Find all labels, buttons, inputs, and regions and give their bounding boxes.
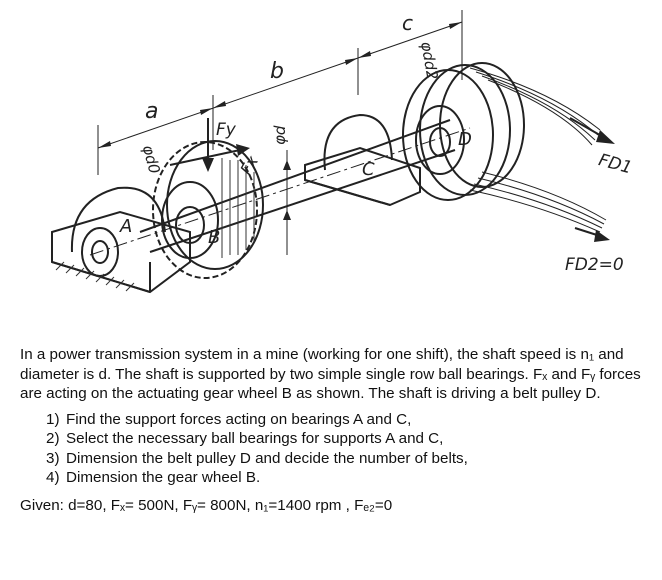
dimension-lines <box>97 10 463 175</box>
force-arrows-gear <box>169 118 250 172</box>
label-fd2: FD2=0 <box>565 255 624 275</box>
label-fd1: FD1 <box>596 150 634 178</box>
task-text: Find the support forces acting on bearin… <box>66 410 412 428</box>
label-bearing-a: A <box>119 216 132 237</box>
shaft-assembly-drawing: a b c A B <box>51 10 634 294</box>
task-number: 4) <box>46 469 60 486</box>
label-bearing-c: C <box>362 159 375 180</box>
task-text: Select the necessary ball bearings for s… <box>66 430 444 447</box>
belts <box>469 67 607 233</box>
task-item: 1) Find the support forces acting on bear… <box>46 410 650 430</box>
dim-label-b: b <box>270 59 284 84</box>
label-gear-b: B <box>208 227 220 248</box>
gear-wheel-b <box>152 140 264 279</box>
problem-description: In a power transmission system in a mine… <box>20 346 641 402</box>
task-number: 1) <box>46 410 60 428</box>
task-item: 2) Select the necessary ball bearings for… <box>46 429 650 449</box>
dim-label-c: c <box>402 11 413 35</box>
task-number: 3) <box>46 449 60 467</box>
bearing-a-housing <box>51 186 191 294</box>
task-item: 4) Dimension the gear wheel B. <box>46 468 650 488</box>
dim-label-a: a <box>145 99 158 124</box>
label-dd2: φdd2 <box>417 40 441 81</box>
task-list: 1) Find the support forces acting on bear… <box>20 410 650 488</box>
problem-text: In a power transmission system in a mine… <box>20 345 650 515</box>
belt-force-arrows <box>569 117 615 242</box>
label-fx: Fx <box>236 152 262 178</box>
task-number: 2) <box>46 430 60 447</box>
diameter-d-marker <box>283 150 291 255</box>
label-d0: φd0 <box>139 143 164 176</box>
label-pulley-d: D <box>458 129 472 150</box>
bearing-c-housing <box>304 113 421 207</box>
label-fy: Fy <box>216 120 237 140</box>
task-text: Dimension the belt pulley D and decide t… <box>66 449 468 467</box>
task-item: 3) Dimension the belt pulley D and decide… <box>46 449 650 469</box>
given-values: Given: d=80, Fₓ= 500N, Fᵧ= 800N, n₁=1400… <box>20 496 393 514</box>
task-text: Dimension the gear wheel B. <box>66 469 261 486</box>
label-d: φd <box>271 125 289 145</box>
belt-pulley-d <box>402 62 525 201</box>
